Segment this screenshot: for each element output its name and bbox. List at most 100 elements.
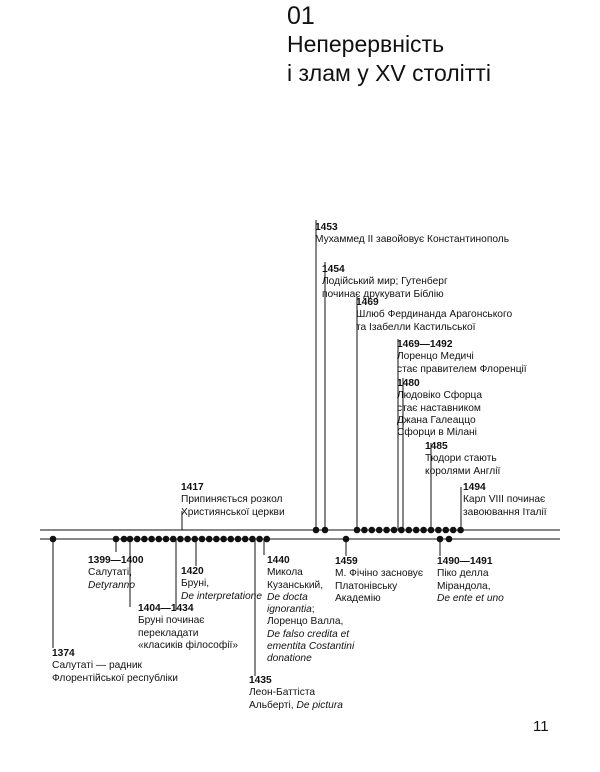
- timeline-dot-lower: [249, 535, 256, 543]
- timeline-dot-upper: [368, 526, 376, 534]
- chapter-title-line-1: Неперервність: [287, 31, 445, 57]
- event-text-line: Леон-Баттіста: [249, 687, 316, 699]
- event-year: 1469: [356, 297, 379, 308]
- event-text-line: «класиків філософії»: [138, 639, 238, 651]
- timeline-dot-lower: [184, 535, 191, 543]
- timeline-dot-upper: [442, 526, 450, 534]
- italic-title: ignorantia: [267, 604, 312, 616]
- event-text-line: De interpretatione: [181, 590, 262, 602]
- timeline-dot-upper: [398, 526, 405, 534]
- chapter-title-line-2: і злам у XV столітті: [287, 60, 491, 86]
- timeline-dot-lower: [256, 535, 263, 543]
- event-text-line: Припиняється розкол: [181, 494, 283, 506]
- timeline-dot-lower: [177, 535, 184, 543]
- event-text-line: королями Англії: [425, 465, 501, 477]
- event-text-line: Лодійський мир; Гутенберг: [322, 276, 448, 288]
- timeline-dot-upper: [375, 526, 383, 534]
- timeline-dot-lower: [205, 535, 213, 543]
- event-text-line: Салутаті — радник: [52, 660, 142, 672]
- event-text-line: Сфорци в Мілані: [397, 427, 477, 439]
- timeline-dot-upper: [435, 526, 442, 534]
- timeline-dot-lower: [162, 535, 170, 543]
- event-year: 1404—1434: [138, 603, 194, 614]
- event-text-line: та Ізабелли Кастильської: [356, 321, 476, 333]
- event-text-line: Салутаті,: [88, 567, 132, 579]
- event-text-line: ementita Costantini: [267, 641, 355, 653]
- event-year: 1480: [397, 378, 420, 389]
- timeline-dot-lower: [234, 535, 242, 543]
- event-year: 1399—1400: [88, 555, 144, 566]
- timeline-dot-lower: [227, 535, 235, 543]
- timeline-dot-upper: [361, 526, 368, 534]
- event-text-line: Альберті, De pictura: [249, 699, 343, 711]
- event-text-line: Лоренцо Медичі: [397, 351, 474, 363]
- event-year: 1454: [322, 264, 345, 275]
- event-year: 1459: [335, 556, 358, 567]
- event-text-line: Академію: [335, 592, 381, 604]
- event-text-line: перекладати: [138, 627, 199, 639]
- event-text-line: Флорентійської республіки: [52, 672, 178, 684]
- timeline-dot-upper: [390, 526, 398, 534]
- event-year: 1469—1492: [397, 339, 453, 350]
- timeline-dot-lower: [133, 535, 141, 543]
- timeline-dot-lower: [141, 535, 148, 543]
- event-year: 1453: [315, 222, 338, 233]
- timeline-dot-lower: [263, 535, 271, 543]
- event-text-line: Бруні,: [181, 578, 210, 590]
- timeline-dot-lower: [213, 535, 220, 543]
- page-number: 11: [533, 718, 549, 735]
- timeline-dot-lower: [155, 535, 163, 543]
- event-text-line: завоювання Італії: [463, 506, 547, 518]
- event-text-line: Detyranno: [88, 579, 136, 591]
- timeline-dot-lower: [198, 535, 206, 543]
- event-text-line: Піко делла: [437, 568, 489, 580]
- timeline-dot-lower: [148, 535, 155, 543]
- event-text-line: Шлюб Фердинанда Арагонського: [356, 309, 513, 321]
- italic-title: De pictura: [296, 699, 343, 711]
- event-text-line: Мірандола,: [437, 580, 491, 592]
- event-year: 1485: [425, 441, 448, 452]
- timeline-dot-lower: [220, 535, 227, 543]
- timeline-dot-upper: [383, 526, 390, 534]
- timeline-dot-lower: [241, 535, 249, 543]
- timeline-dot-upper: [420, 526, 427, 534]
- timeline-dot-lower: [191, 535, 199, 543]
- timeline-dot-lower: [120, 535, 128, 543]
- event-text-line: стає наставником: [397, 402, 481, 414]
- event-text-line: Микола: [267, 567, 303, 579]
- event-text-line: Лоренцо Валла,: [267, 616, 344, 628]
- event-text-line: De docta: [267, 591, 308, 603]
- event-text-line: ignorantia;: [267, 604, 315, 616]
- event-text-line: donatione: [267, 653, 312, 665]
- event-text-line: Кузанський,: [267, 579, 324, 591]
- event-text-line: De ente et uno: [437, 592, 504, 604]
- event-text-line: Людовіко Сфорца: [397, 390, 483, 402]
- event-year: 1374: [52, 648, 75, 659]
- event-year: 1490—1491: [437, 556, 493, 567]
- timeline-dot-upper: [412, 526, 420, 534]
- event-text-line: Джана Галеаццо: [397, 414, 476, 426]
- timeline-dot-upper: [405, 526, 413, 534]
- timeline-dot-lower: [445, 535, 453, 543]
- event-text-line: Мухаммед II завойовує Константинополь: [315, 234, 510, 246]
- event-text-line: Платонівську: [335, 580, 398, 592]
- chapter-number: 01: [287, 2, 315, 30]
- event-text-line: Християнської церкви: [181, 506, 285, 518]
- event-year: 1420: [181, 566, 204, 577]
- event-text-line: стає правителем Флоренції: [397, 363, 527, 375]
